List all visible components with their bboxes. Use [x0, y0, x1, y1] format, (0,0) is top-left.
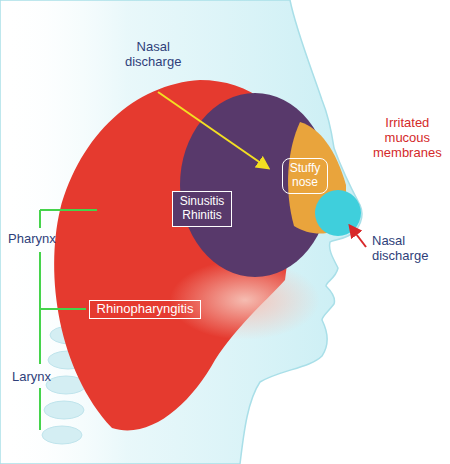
- head-silhouette: [0, 0, 362, 464]
- leader-arrow: [158, 92, 268, 168]
- box-text: Stuffy nose: [290, 162, 320, 190]
- nose-tip: [315, 190, 361, 236]
- sinus-region: [180, 93, 330, 277]
- symptom-label: Nasal discharge: [372, 234, 428, 264]
- leader-arrow: [350, 226, 366, 247]
- condition-box: Rhinopharyngitis: [89, 300, 201, 319]
- symptom-label: Irritated mucous membranes: [373, 116, 442, 161]
- region-label: Pharynx: [8, 232, 56, 247]
- condition-box: Sinusitis Rhinitis: [172, 191, 232, 227]
- region-label: Larynx: [12, 370, 51, 385]
- symptom-box: Stuffy nose: [282, 158, 328, 194]
- symptom-label: Nasal discharge: [125, 40, 181, 70]
- box-text: Sinusitis Rhinitis: [180, 195, 225, 223]
- box-text: Rhinopharyngitis: [96, 302, 194, 317]
